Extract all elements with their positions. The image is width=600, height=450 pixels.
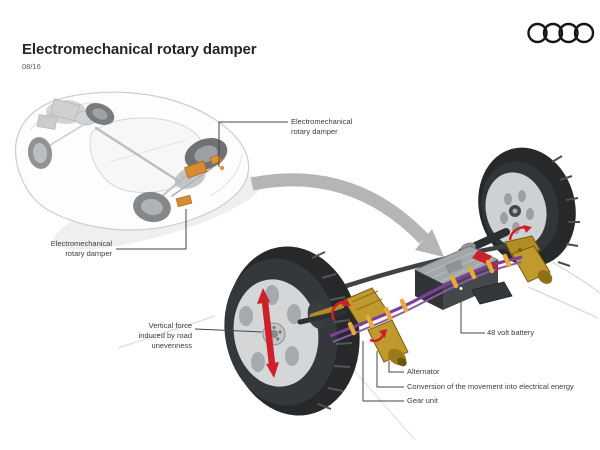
alternator-part (367, 319, 409, 367)
label-rotary-damper-left: Electromechanical rotary damper (50, 239, 112, 258)
connector-module (471, 281, 513, 305)
cable-harness (329, 253, 523, 343)
left-wheel (224, 246, 360, 416)
audi-rings-icon (527, 22, 595, 44)
leader-lines (116, 121, 485, 402)
rim-spoke-gaps (239, 285, 301, 372)
page-date: 08/16 (22, 62, 41, 71)
label-gear-unit: Gear unit (407, 396, 438, 405)
label-vertical-force: Vertical force induced by road unevennes… (138, 321, 192, 350)
label-rotary-damper-top: Electromechanical rotary damper (291, 117, 353, 136)
ground-lines (117, 261, 600, 441)
detail-view (224, 147, 580, 416)
label-48-volt-battery: 48 volt battery (487, 328, 535, 337)
car-illustration (14, 91, 250, 231)
rotary-damper-part (504, 235, 553, 284)
engine-cluster (36, 98, 98, 130)
label-alternator: Alternator (407, 367, 440, 376)
red-double-arrow-icon (257, 288, 279, 378)
label-conversion: Conversion of the movement into electric… (407, 382, 574, 391)
red-rotation-arrow-icons (331, 225, 532, 343)
right-wheel (458, 147, 580, 267)
curved-zoom-arrow-icon (250, 173, 444, 257)
driveshaft (94, 126, 182, 184)
page-title: Electromechanical rotary damper (22, 41, 257, 58)
